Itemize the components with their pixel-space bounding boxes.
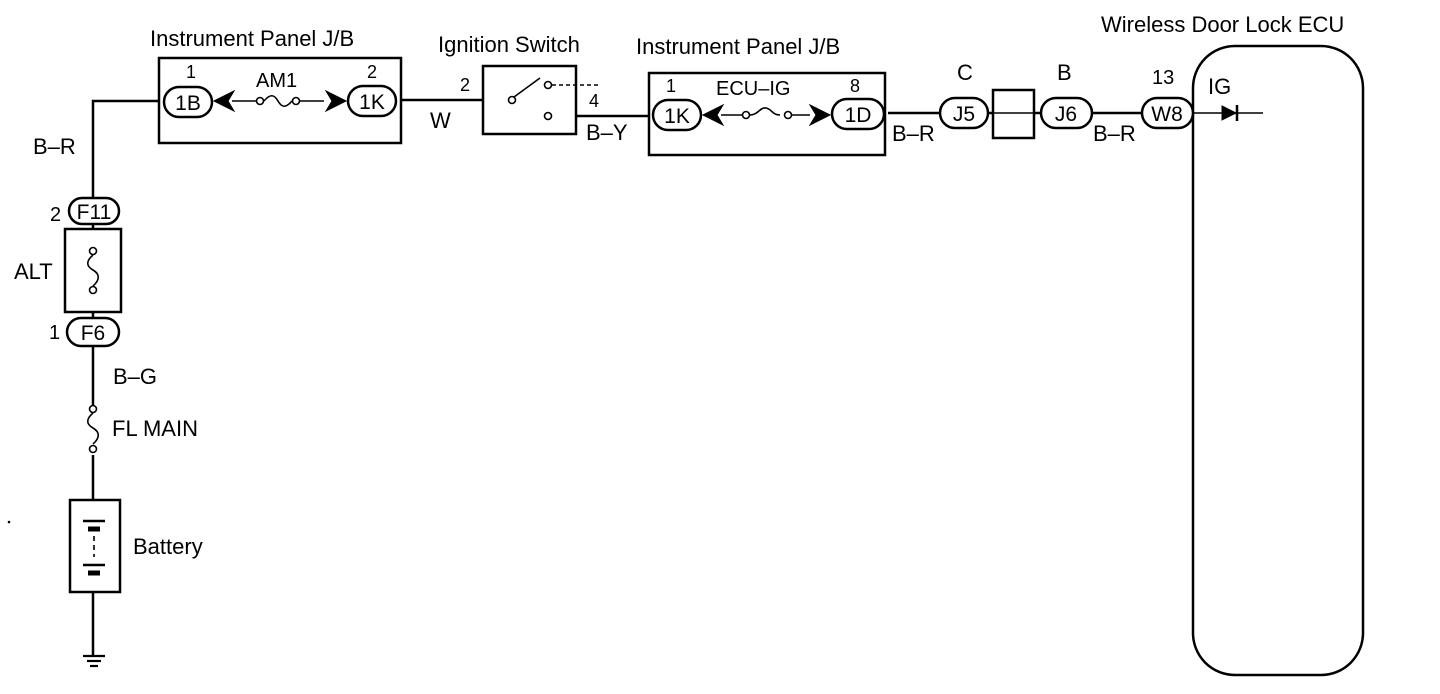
alt-fusible-link: 2 F11 ALT 1 F6: [14, 196, 123, 348]
wire-label-b-g: B–G: [113, 364, 157, 389]
ignition-pin-out: 4: [589, 91, 599, 111]
connector-1d: [830, 97, 886, 131]
connector-1k-right-label: 1K: [664, 105, 690, 128]
wire-label-w: W: [430, 108, 451, 133]
wire-label-b-y: B–Y: [586, 120, 628, 145]
connector-j6: [1039, 96, 1094, 130]
connector-f6: [65, 316, 121, 348]
alt-label: ALT: [14, 259, 53, 284]
jb-right-pin-out: 8: [850, 76, 860, 96]
jb-right-title: Instrument Panel J/B: [636, 34, 840, 59]
battery: Battery: [68, 498, 203, 594]
wire-label-b-r-1: B–R: [892, 121, 935, 146]
junction-j5-letter: C: [957, 60, 973, 85]
junction-block: [991, 88, 1036, 140]
ecu-pin-13: 13: [1152, 67, 1174, 89]
jb-right-pin-in: 1: [666, 76, 676, 96]
instrument-panel-jb-left: Instrument Panel J/B 1 2 AM1 1B 1K: [150, 26, 403, 145]
stray-mark: [7, 520, 11, 524]
alt-pin-top: 2: [50, 204, 61, 226]
wire-label-b-r-left: B–R: [33, 134, 76, 159]
diode-icon: [1193, 105, 1263, 121]
connector-f6-label: F6: [81, 322, 106, 345]
jb-left-pin-in: 1: [186, 62, 196, 82]
jb-left-title: Instrument Panel J/B: [150, 26, 354, 51]
jb-left-pin-out: 2: [367, 62, 377, 82]
ignition-switch: Ignition Switch 2 4: [438, 32, 600, 136]
connector-1b-label: 1B: [175, 92, 201, 115]
am1-fuse-label: AM1: [256, 70, 297, 92]
connector-j5: [938, 96, 990, 130]
ecu-ig-fuse-label: ECU–IG: [716, 78, 790, 100]
connector-w8-label: W8: [1151, 103, 1183, 126]
instrument-panel-jb-right: Instrument Panel J/B 1 8 ECU–IG 1K 1D: [636, 34, 887, 157]
connector-f11-label: F11: [77, 201, 112, 224]
connector-1k-left-label: 1K: [359, 91, 385, 114]
connector-f11: [67, 196, 121, 226]
wires: [91, 98, 1142, 655]
ecu-ig-fuse-symbol: [701, 103, 832, 127]
ecu-title: Wireless Door Lock ECU: [1101, 12, 1344, 37]
connector-1k-left: [346, 84, 398, 118]
junction-j6-letter: B: [1057, 60, 1072, 85]
connector-j6-label: J6: [1055, 103, 1077, 126]
ground-icon: [83, 654, 105, 668]
battery-label: Battery: [133, 534, 203, 559]
ignition-switch-title: Ignition Switch: [438, 32, 580, 57]
connector-1b: [162, 85, 214, 119]
connector-1k-right: [651, 98, 703, 132]
am1-fuse-symbol: [212, 89, 348, 113]
ignition-pin-in: 2: [460, 75, 470, 95]
fl-main-fusible-link: FL MAIN: [86, 404, 198, 454]
wire-label-b-r-2: B–R: [1093, 121, 1136, 146]
connector-1d-label: 1D: [845, 104, 872, 127]
connector-j5-label: J5: [953, 103, 975, 126]
junction-connectors: C J5 B J6: [938, 60, 1094, 140]
fl-main-label: FL MAIN: [112, 416, 198, 441]
wireless-door-lock-ecu: Wireless Door Lock ECU 13 W8 IG: [1101, 12, 1365, 677]
alt-pin-bottom: 1: [49, 322, 60, 344]
ecu-ig-terminal: IG: [1208, 74, 1231, 99]
